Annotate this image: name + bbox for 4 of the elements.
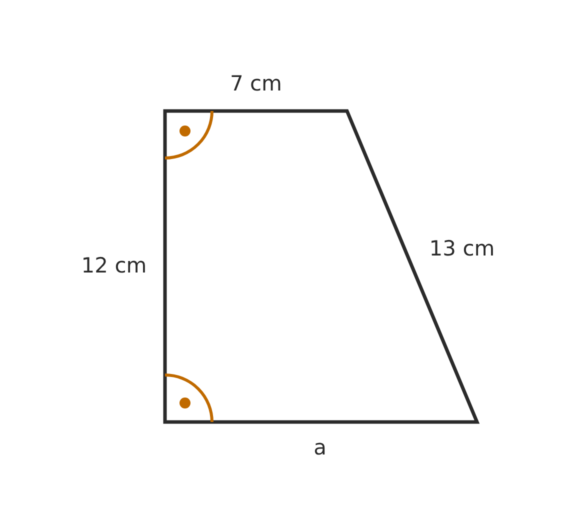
side-length-label: 7 cm	[230, 72, 282, 96]
side-length-label: 12 cm	[81, 254, 147, 278]
side-length-label: a	[314, 436, 326, 460]
side-length-label: 13 cm	[429, 237, 495, 261]
